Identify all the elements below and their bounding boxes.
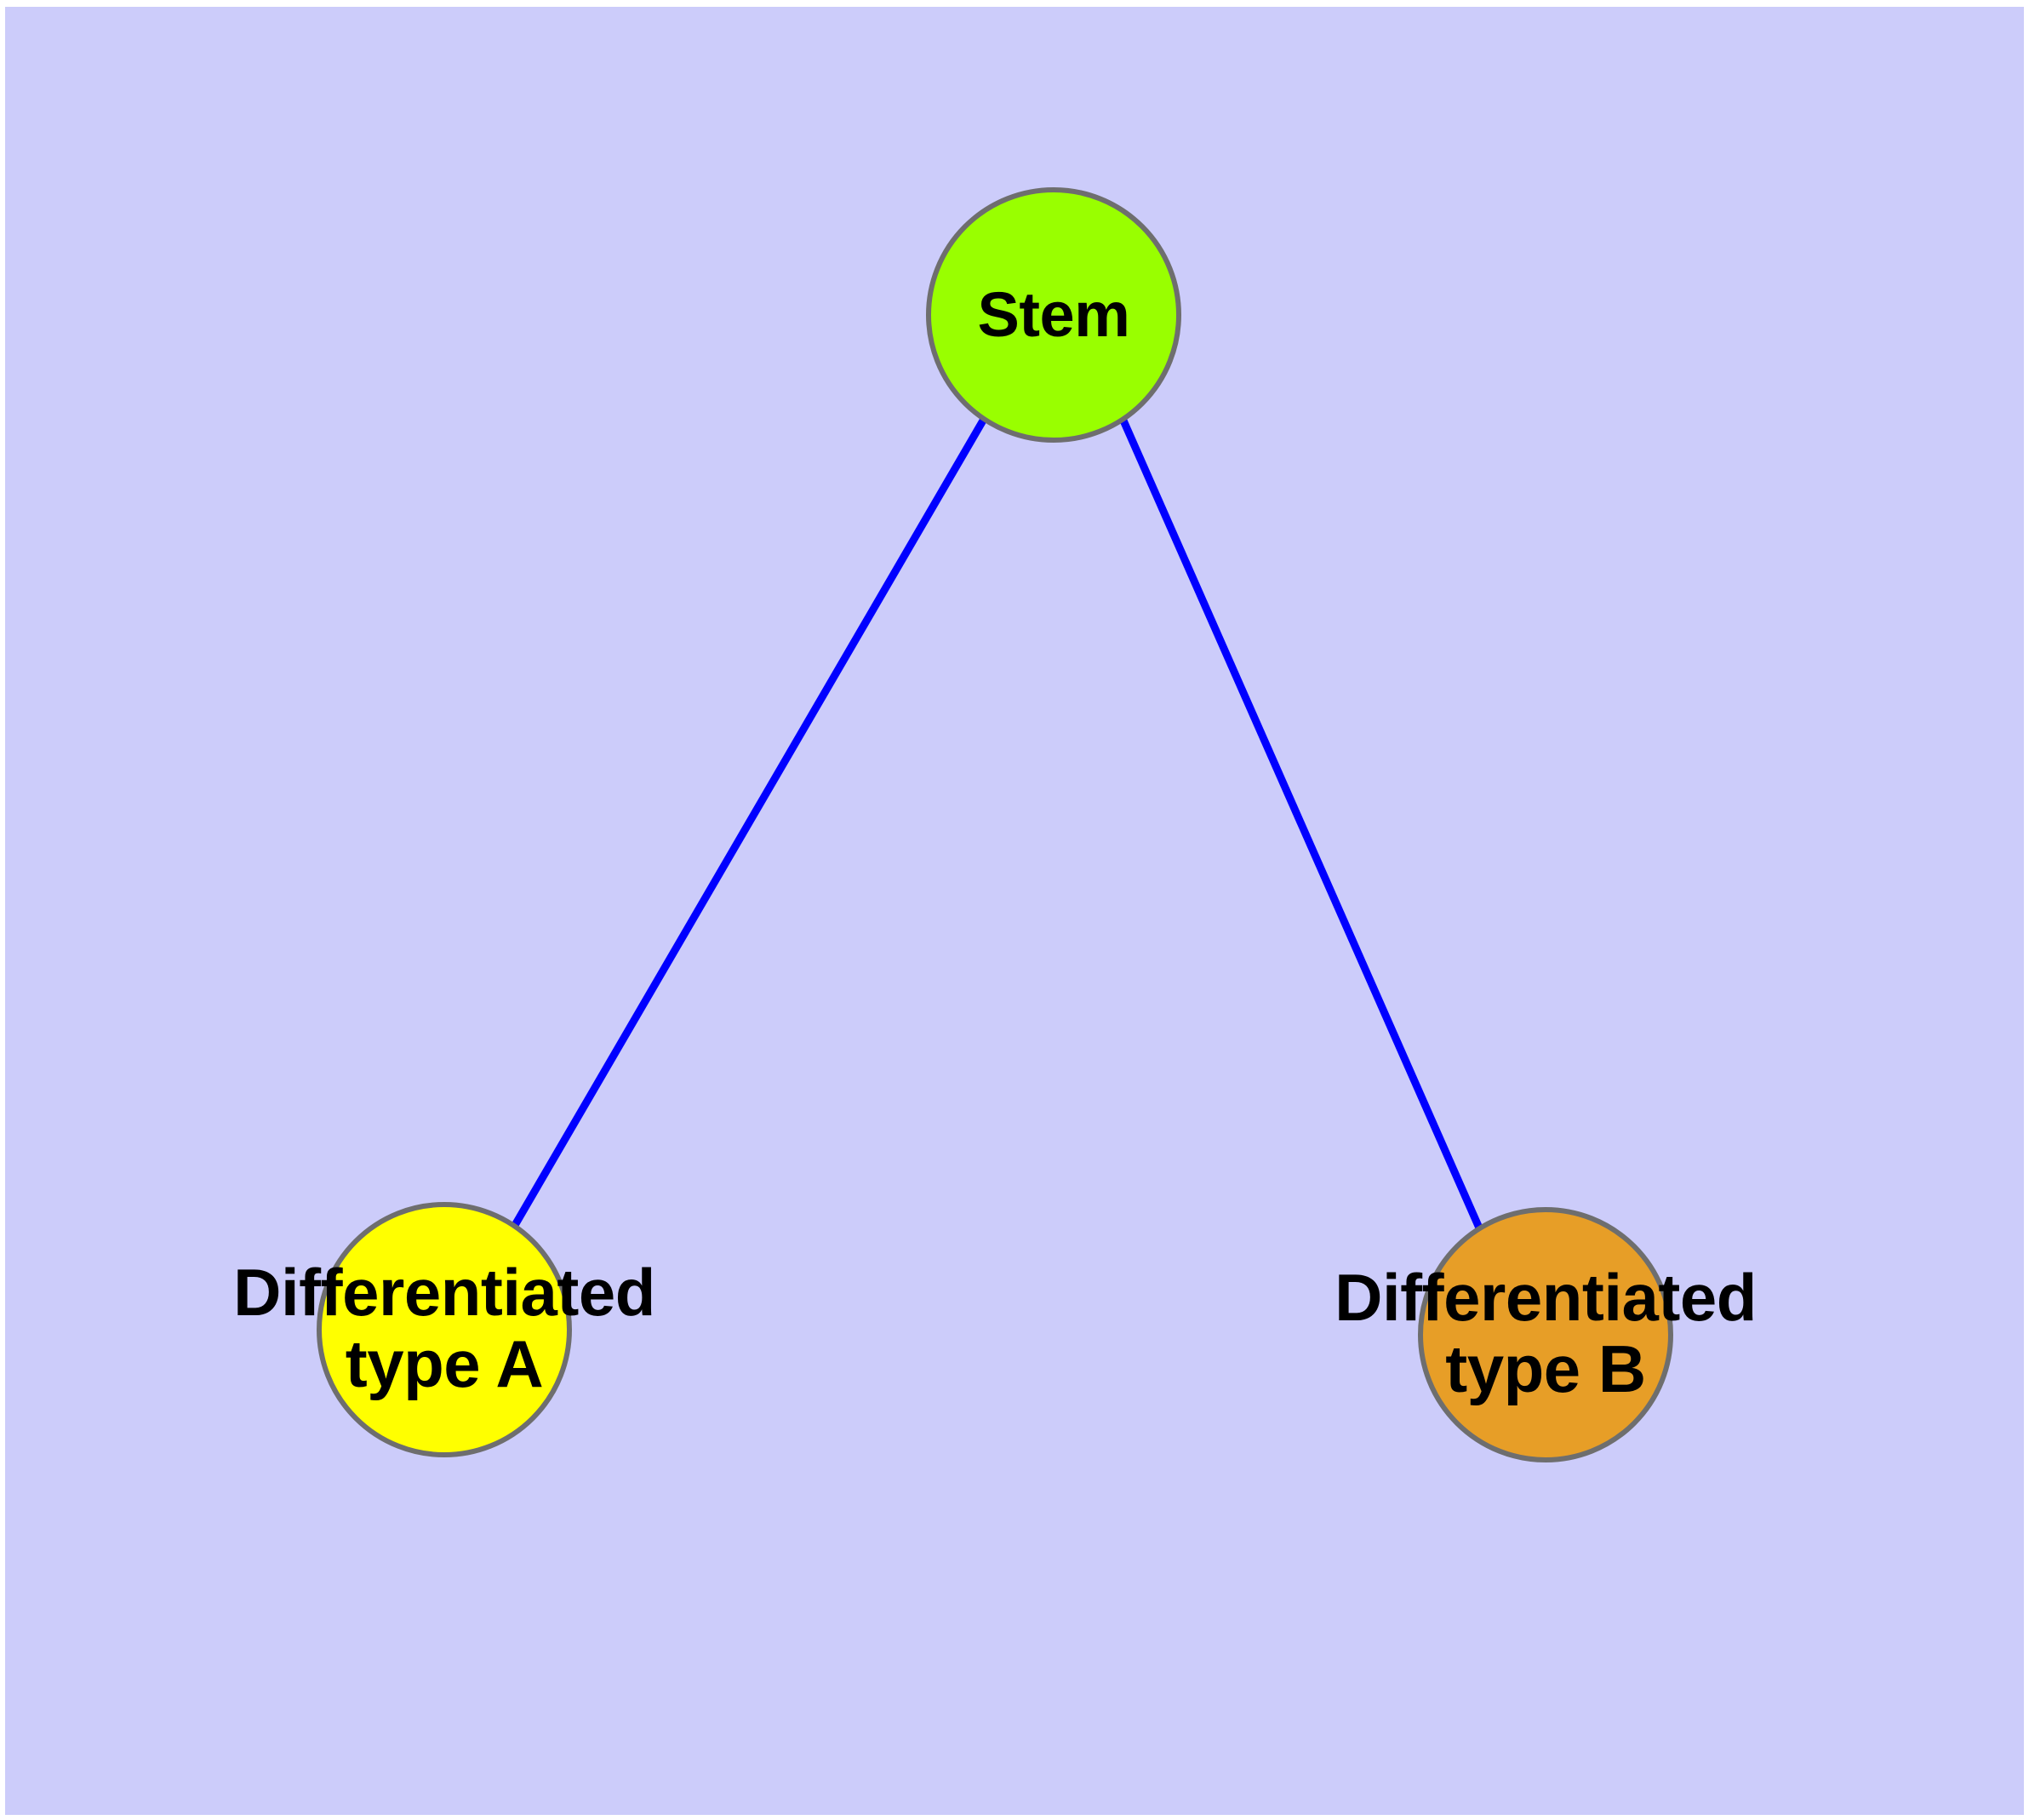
node-differentiated-type-b[interactable] [1418,1207,1673,1462]
edge-stem-to-differentiated-type-b [1119,419,1485,1233]
node-stem[interactable] [926,187,1181,443]
node-layer [317,187,1673,1462]
node-differentiated-type-a[interactable] [317,1202,572,1457]
edge-stem-to-differentiated-type-a [511,418,986,1229]
edge-layer [511,418,1485,1233]
